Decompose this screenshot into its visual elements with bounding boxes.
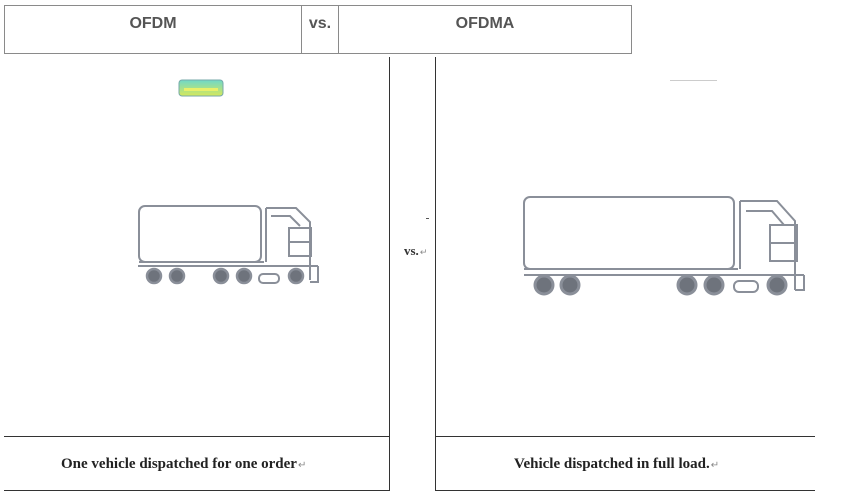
paragraph-mark-icon: ↵ <box>419 247 428 257</box>
middle-vs-text: vs. <box>404 243 419 258</box>
right-panel-left-border <box>435 57 436 491</box>
right-panel-fragment-line <box>670 80 717 81</box>
header-vs: vs. <box>302 6 339 53</box>
left-panel-right-border <box>389 57 390 491</box>
header-ofdm: OFDM <box>5 6 302 53</box>
paragraph-mark-icon: ↵ <box>710 460 720 471</box>
right-caption-text: Vehicle dispatched in full load. <box>514 456 710 472</box>
middle-vs-label: vs.↵ <box>404 243 427 259</box>
image-fragment-icon <box>178 79 224 97</box>
right-panel-caption-divider <box>435 436 815 437</box>
right-panel-bottom-border <box>435 490 815 491</box>
truck-icon <box>138 205 319 285</box>
left-caption-text: One vehicle dispatched for one order <box>61 456 297 472</box>
right-panel-caption: Vehicle dispatched in full load.↵ <box>514 456 719 473</box>
truck-icon <box>523 196 805 296</box>
header-ofdma: OFDMA <box>455 15 515 32</box>
left-panel-caption-divider <box>4 436 390 437</box>
left-panel-bottom-border <box>4 490 390 491</box>
paragraph-mark-icon: ↵ <box>297 460 307 471</box>
middle-dash <box>426 218 429 219</box>
left-panel-caption: One vehicle dispatched for one order↵ <box>61 456 306 473</box>
comparison-header: OFDM vs. OFDMA <box>4 5 632 54</box>
